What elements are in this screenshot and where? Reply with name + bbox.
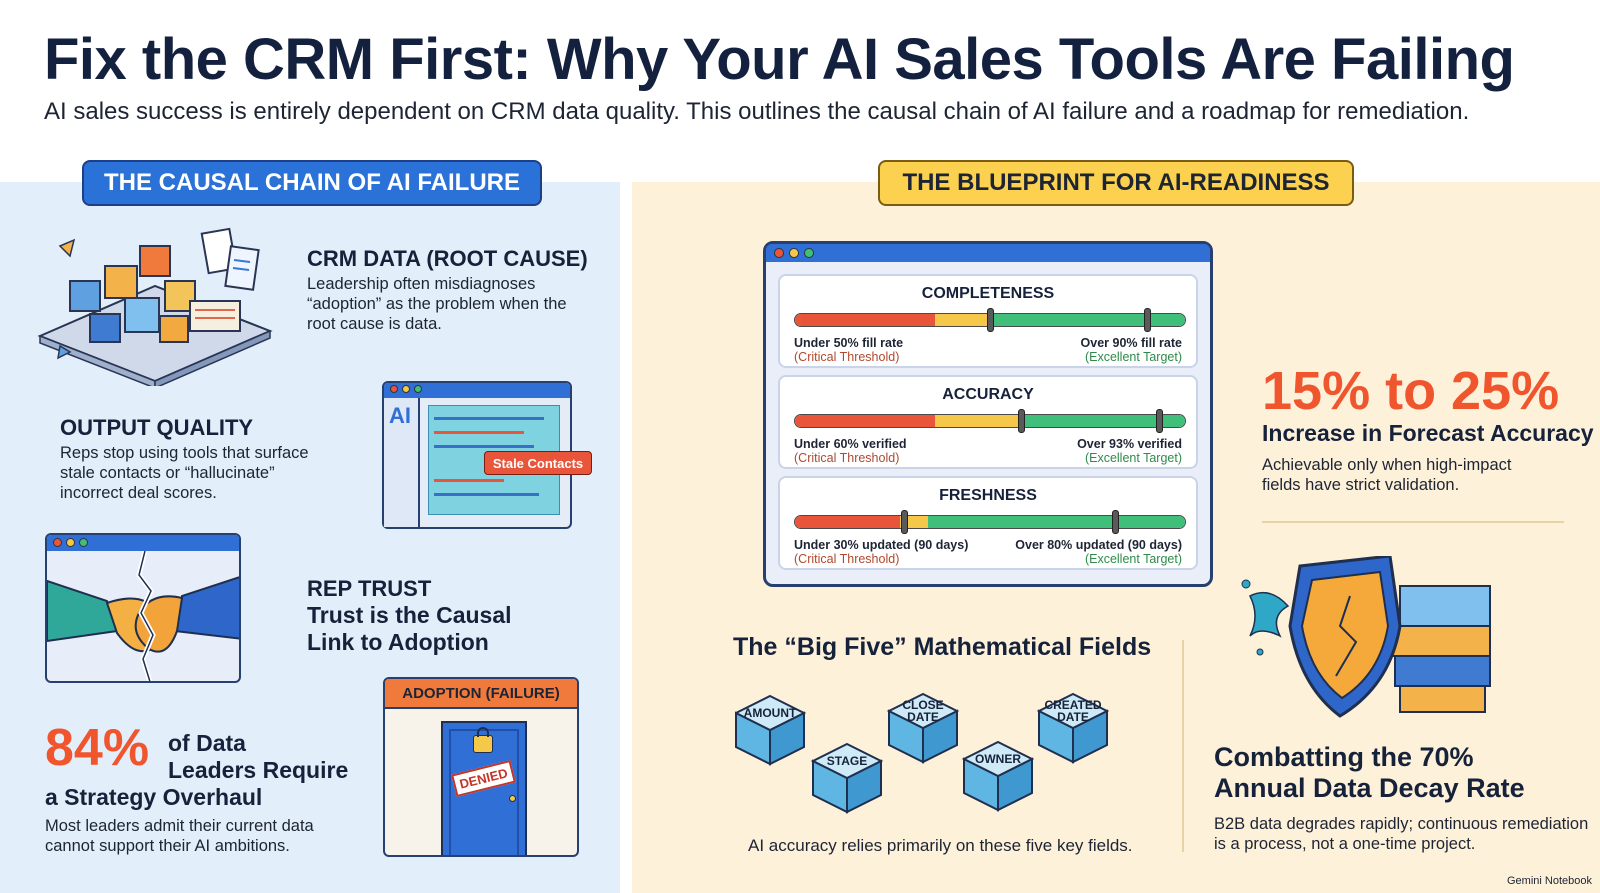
stat-84-line2: Leaders Require: [168, 757, 349, 783]
metric-high-label: Over 93% verified(Excellent Target): [1077, 437, 1182, 465]
metric-card-1: ACCURACY Under 60% verified(Critical Thre…: [778, 375, 1198, 469]
decay-title-line1: Combatting the 70%: [1214, 742, 1474, 772]
padlock-icon: [473, 735, 493, 753]
output-quality-body: Reps stop using tools that surface stale…: [60, 444, 309, 502]
field-label: STAGE: [827, 754, 867, 768]
handshake-icon: [47, 550, 239, 681]
excellent-target-marker: [1112, 510, 1120, 534]
messy-data-blocks-icon: [37, 227, 273, 386]
metric-bar-segment: [927, 516, 1185, 528]
metric-high-label: Over 80% updated (90 days)(Excellent Tar…: [1015, 538, 1182, 566]
rep-trust-line1: Trust is the Causal: [307, 602, 512, 628]
cube-top: [810, 742, 884, 780]
forecast-stat-title: Increase in Forecast Accuracy: [1262, 420, 1594, 446]
column-divider: [1182, 640, 1184, 852]
field-cube-3: OWNER: [961, 740, 1035, 812]
field-cube-0: AMOUNT: [735, 694, 807, 766]
metric-high-note: (Excellent Target): [1084, 350, 1182, 364]
metric-low-label: Under 50% fill rate(Critical Threshold): [794, 336, 903, 364]
crm-data-body: Leadership often misdiagnoses “adoption”…: [307, 275, 567, 333]
adoption-failure-title: ADOPTION (FAILURE): [385, 679, 577, 709]
ai-label: AI: [389, 403, 411, 428]
metric-high-text: Over 90% fill rate: [1080, 336, 1182, 350]
critical-threshold-marker: [1018, 409, 1026, 433]
metric-bar-segment: [795, 415, 936, 427]
field-label: CREATED: [1044, 698, 1101, 712]
cube-top: [1036, 692, 1110, 730]
field-label: OWNER: [975, 752, 1021, 766]
ai-output-window: AI Stale Contacts: [382, 381, 592, 529]
crm-data-title: CRM DATA (ROOT CAUSE): [307, 246, 588, 271]
page-subtitle: AI sales success is entirely dependent o…: [44, 98, 1470, 125]
metric-high-text: Over 93% verified: [1077, 437, 1182, 451]
metric-high-note: (Excellent Target): [1084, 552, 1182, 566]
decay-body: B2B data degrades rapidly; continuous re…: [1214, 815, 1589, 853]
credit-text: Gemini Notebook: [1507, 875, 1592, 887]
metric-high-label: Over 90% fill rate(Excellent Target): [1081, 336, 1182, 364]
rep-trust-title: REP TRUST: [307, 576, 432, 601]
metric-bar-segment: [935, 314, 990, 326]
metric-bar: [794, 414, 1186, 428]
metric-low-text: Under 30% updated (90 days): [794, 538, 969, 552]
decay-title-line2: Annual Data Decay Rate: [1214, 773, 1525, 803]
cube-top: [735, 694, 807, 732]
metric-low-note: (Critical Threshold): [794, 552, 900, 566]
metric-bar-segment: [989, 314, 1185, 326]
metric-low-note: (Critical Threshold): [794, 350, 900, 364]
forecast-stat-body: Achievable only when high-impact fields …: [1262, 456, 1512, 494]
metric-high-text: Over 80% updated (90 days): [1015, 538, 1182, 552]
broken-trust-window: [45, 533, 241, 683]
stat-84-line3: a Strategy Overhaul: [45, 784, 263, 810]
causal-chain-heading: THE CAUSAL CHAIN OF AI FAILURE: [82, 160, 542, 206]
metric-low-note: (Critical Threshold): [794, 451, 900, 465]
metric-low-label: Under 30% updated (90 days)(Critical Thr…: [794, 538, 968, 566]
stale-contacts-tag: Stale Contacts: [484, 451, 592, 475]
metric-title: ACCURACY: [942, 386, 1034, 403]
cube-top: [886, 692, 960, 730]
stat-84-body: Most leaders admit their current data ca…: [45, 817, 314, 855]
excellent-target-marker: [1143, 308, 1151, 332]
metric-low-text: Under 60% verified: [794, 437, 907, 451]
cube-top: [961, 740, 1035, 778]
output-quality-title: OUTPUT QUALITY: [60, 415, 254, 440]
excellent-target-marker: [1155, 409, 1163, 433]
rep-trust-line2: Link to Adoption: [307, 629, 489, 655]
metric-title: FRESHNESS: [939, 487, 1037, 504]
page-title: Fix the CRM First: Why Your AI Sales Too…: [44, 27, 1515, 92]
field-label: DATE: [1057, 710, 1089, 724]
metric-bar: [794, 515, 1186, 529]
field-label: CLOSE: [902, 698, 943, 712]
section-divider: [1262, 521, 1564, 523]
big-five-caption: AI accuracy relies primarily on these fi…: [748, 836, 1133, 855]
metric-bar-segment: [935, 415, 1022, 427]
metric-low-label: Under 60% verified(Critical Threshold): [794, 437, 907, 465]
critical-threshold-marker: [987, 308, 994, 332]
adoption-failure-window: ADOPTION (FAILURE) DENIED: [383, 677, 579, 857]
forecast-stat-value: 15% to 25%: [1262, 361, 1560, 421]
metric-high-note: (Excellent Target): [1084, 451, 1182, 465]
metric-title: COMPLETENESS: [921, 285, 1055, 302]
field-label: DATE: [907, 710, 939, 724]
metric-card-2: FRESHNESS Under 30% updated (90 days)(Cri…: [778, 476, 1198, 570]
metric-low-text: Under 50% fill rate: [794, 336, 904, 350]
blueprint-heading: THE BLUEPRINT FOR AI-READINESS: [878, 160, 1354, 206]
stat-84-value: 84%: [45, 719, 150, 777]
critical-threshold-marker: [900, 510, 908, 534]
field-cube-1: STAGE: [810, 742, 884, 814]
metric-bar-segment: [1021, 415, 1185, 427]
field-label: AMOUNT: [744, 706, 797, 720]
shield-data-decay-icon: [1241, 556, 1491, 718]
stat-84-line1: of Data: [168, 730, 246, 756]
metric-card-0: COMPLETENESS Under 50% fill rate(Critical…: [778, 274, 1198, 368]
metric-bar-segment: [795, 314, 936, 326]
metric-bar-segment: [795, 516, 901, 528]
big-five-title: The “Big Five” Mathematical Fields: [733, 633, 1152, 661]
